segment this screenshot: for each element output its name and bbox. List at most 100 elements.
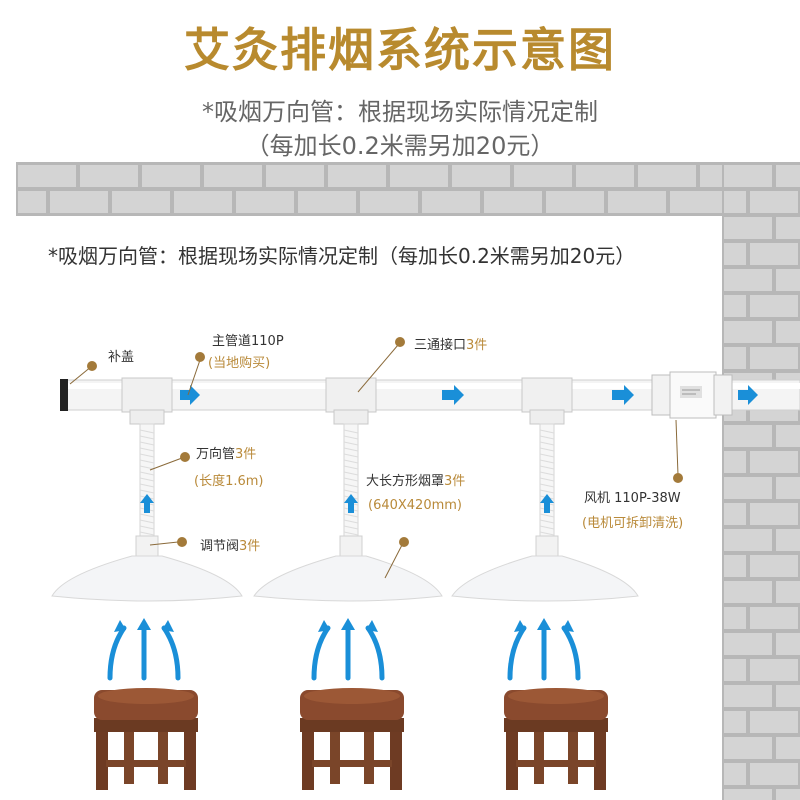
brick bbox=[724, 165, 772, 187]
brick bbox=[724, 425, 772, 447]
brick bbox=[750, 659, 798, 681]
callout-dot bbox=[195, 352, 205, 362]
brick bbox=[776, 217, 800, 239]
tee-label-text: 三通接口 bbox=[414, 338, 467, 353]
brick bbox=[724, 321, 772, 343]
brick bbox=[776, 269, 800, 291]
brick bbox=[724, 607, 746, 629]
flex-pipe-sublabel: (长度1.6m) bbox=[194, 474, 264, 489]
brick bbox=[204, 165, 262, 187]
brick bbox=[776, 737, 800, 759]
brick bbox=[724, 503, 746, 525]
valve-label-qty: 3件 bbox=[239, 539, 261, 554]
callout-dot bbox=[87, 361, 97, 371]
brick bbox=[50, 191, 108, 213]
brick bbox=[750, 555, 798, 577]
callout-dot bbox=[177, 537, 187, 547]
brick bbox=[724, 737, 772, 759]
tee-connector bbox=[325, 377, 377, 425]
brick bbox=[724, 529, 772, 551]
page-title: 艾灸排烟系统示意图 bbox=[184, 23, 616, 77]
brick bbox=[576, 165, 634, 187]
brick bbox=[724, 191, 746, 213]
rising-smoke-arrows-icon bbox=[107, 618, 181, 681]
brick bbox=[776, 477, 800, 499]
smoke-hood bbox=[253, 555, 443, 602]
tee-connector bbox=[521, 377, 573, 425]
rising-smoke-arrows-icon bbox=[311, 618, 385, 681]
brick bbox=[724, 477, 772, 499]
smoke-hood bbox=[51, 555, 243, 602]
flow-arrow-icon bbox=[442, 385, 464, 405]
brick bbox=[360, 191, 418, 213]
hood-sublabel: (640X420mm) bbox=[368, 498, 463, 513]
brick bbox=[750, 711, 798, 733]
brick bbox=[724, 243, 746, 265]
callout-dot bbox=[673, 473, 683, 483]
brick bbox=[750, 295, 798, 317]
flow-arrow-icon bbox=[612, 385, 634, 405]
callout-dot bbox=[399, 537, 409, 547]
brick bbox=[776, 165, 800, 187]
brick bbox=[724, 633, 772, 655]
pipe-cap bbox=[60, 379, 68, 411]
fan-sublabel: (电机可拆卸清洗) bbox=[582, 516, 684, 531]
brick bbox=[724, 269, 772, 291]
brick bbox=[724, 711, 746, 733]
brick bbox=[724, 581, 772, 603]
brick bbox=[724, 659, 746, 681]
flex-pipe-label-qty: 3件 bbox=[235, 447, 257, 462]
brick bbox=[724, 789, 772, 800]
brick bbox=[18, 191, 46, 213]
brick bbox=[750, 607, 798, 629]
brick bbox=[546, 191, 604, 213]
smoke-hood bbox=[451, 555, 639, 602]
brick bbox=[236, 191, 294, 213]
hood-label: 大长方形烟罩3件 bbox=[366, 470, 465, 489]
brick bbox=[776, 529, 800, 551]
stool bbox=[94, 688, 198, 790]
brick bbox=[750, 763, 798, 785]
flex-pipe bbox=[339, 423, 363, 557]
stool bbox=[300, 688, 404, 790]
brick bbox=[776, 425, 800, 447]
brick bbox=[700, 165, 722, 187]
tee-label: 三通接口3件 bbox=[414, 334, 487, 353]
brick bbox=[638, 165, 696, 187]
flow-arrow-icon bbox=[738, 385, 758, 405]
flex-pipe-label-text: 万向管 bbox=[196, 447, 236, 462]
valve-label: 调节阀3件 bbox=[200, 535, 260, 554]
brick bbox=[776, 581, 800, 603]
brick bbox=[724, 451, 746, 473]
up-arrow-icon bbox=[140, 494, 154, 513]
brick bbox=[724, 295, 746, 317]
subtitle-line1: *吸烟万向管：根据现场实际情况定制 bbox=[202, 98, 598, 126]
brick bbox=[750, 191, 798, 213]
brick bbox=[298, 191, 356, 213]
brick bbox=[422, 191, 480, 213]
stool bbox=[504, 688, 608, 790]
brick bbox=[452, 165, 510, 187]
main-pipe-sublabel: (当地购买) bbox=[208, 356, 271, 371]
brick bbox=[724, 763, 746, 785]
flex-pipe bbox=[135, 423, 159, 557]
custom-length-note: *吸烟万向管：根据现场实际情况定制（每加长0.2米需另加20元） bbox=[48, 244, 636, 268]
fan-label: 风机 110P-38W bbox=[584, 491, 681, 506]
flex-pipe-label: 万向管3件 bbox=[196, 443, 256, 462]
tee-connector bbox=[121, 377, 173, 425]
brick bbox=[776, 685, 800, 707]
rising-smoke-arrows-icon bbox=[507, 618, 581, 681]
brick bbox=[142, 165, 200, 187]
brick bbox=[670, 191, 722, 213]
brick bbox=[776, 789, 800, 800]
brick bbox=[750, 347, 798, 369]
brick bbox=[112, 191, 170, 213]
brick bbox=[750, 503, 798, 525]
brick bbox=[80, 165, 138, 187]
flow-arrow-icon bbox=[180, 385, 200, 405]
fan-unit bbox=[651, 371, 733, 419]
main-pipe-label: 主管道110P bbox=[212, 334, 284, 349]
up-arrow-icon bbox=[344, 494, 358, 513]
callout-dot bbox=[180, 452, 190, 462]
